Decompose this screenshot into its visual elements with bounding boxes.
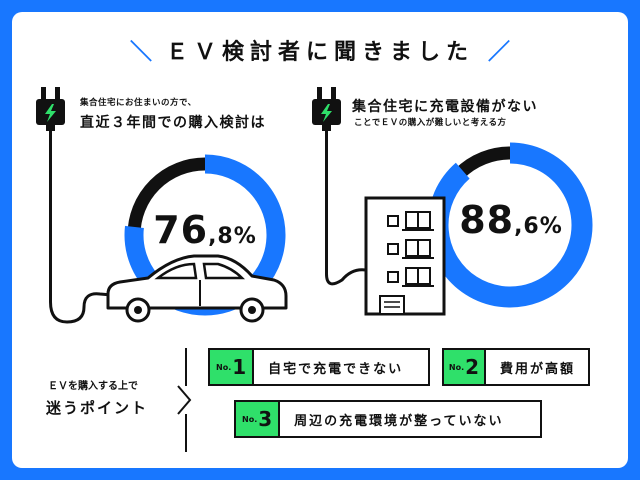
reason-2-no: No.: [448, 362, 465, 372]
reason-1: No.1 自宅で充電できない: [208, 348, 430, 386]
right-intro-small: ことでＥＶの購入が難しいと考える方: [354, 118, 507, 128]
point-title: 迷うポイント: [46, 399, 149, 417]
page-title: ＼ ＥＶ検討者に聞きました ／: [12, 34, 628, 66]
point-subtitle: ＥＶを購入する上で: [48, 381, 138, 392]
apartment-building-icon: [364, 196, 446, 316]
reason-3: No.3 周辺の充電環境が整っていない: [234, 400, 542, 438]
title-slash-left: ＼: [129, 40, 152, 65]
left-intro-small: 集合住宅にお住まいの方で、: [80, 98, 197, 108]
right-percentage-main: 88: [459, 198, 515, 242]
title-slash-right: ／: [488, 40, 511, 65]
right-percentage-decimal: ,6%: [514, 214, 563, 239]
illustration: [36, 87, 593, 452]
left-percentage-main: 76: [153, 208, 209, 252]
reason-1-badge: No.1: [210, 350, 255, 384]
reason-1-number: 1: [232, 355, 247, 379]
plug-icon-right: [312, 87, 341, 131]
reason-1-no: No.: [216, 362, 232, 372]
left-intro-big: 直近３年間での購入検討は: [80, 115, 266, 131]
reason-1-text: 自宅で充電できない: [268, 361, 404, 377]
bracket-divider: [177, 348, 192, 452]
reason-2-number: 2: [465, 355, 480, 379]
reason-2-badge: No.2: [444, 350, 486, 384]
left-percentage-decimal: ,8%: [208, 224, 257, 249]
infographic-card: ＼ ＥＶ検討者に聞きました ／: [12, 12, 628, 468]
reason-3-number: 3: [258, 407, 273, 431]
plug-icon-left: [36, 87, 65, 131]
reason-3-no: No.: [242, 414, 258, 424]
reason-3-badge: No.3: [236, 402, 281, 436]
car-icon: [106, 254, 288, 323]
reason-2-text: 費用が高額: [500, 361, 576, 377]
title-text: ＥＶ検討者に聞きました: [165, 40, 474, 65]
reason-3-text: 周辺の充電環境が整っていない: [294, 413, 504, 429]
right-intro-big: 集合住宅に充電設備がない: [352, 99, 538, 115]
left-percentage: 76,8%: [140, 208, 270, 252]
reason-2: No.2 費用が高額: [442, 348, 590, 386]
right-percentage: 88,6%: [444, 198, 578, 242]
